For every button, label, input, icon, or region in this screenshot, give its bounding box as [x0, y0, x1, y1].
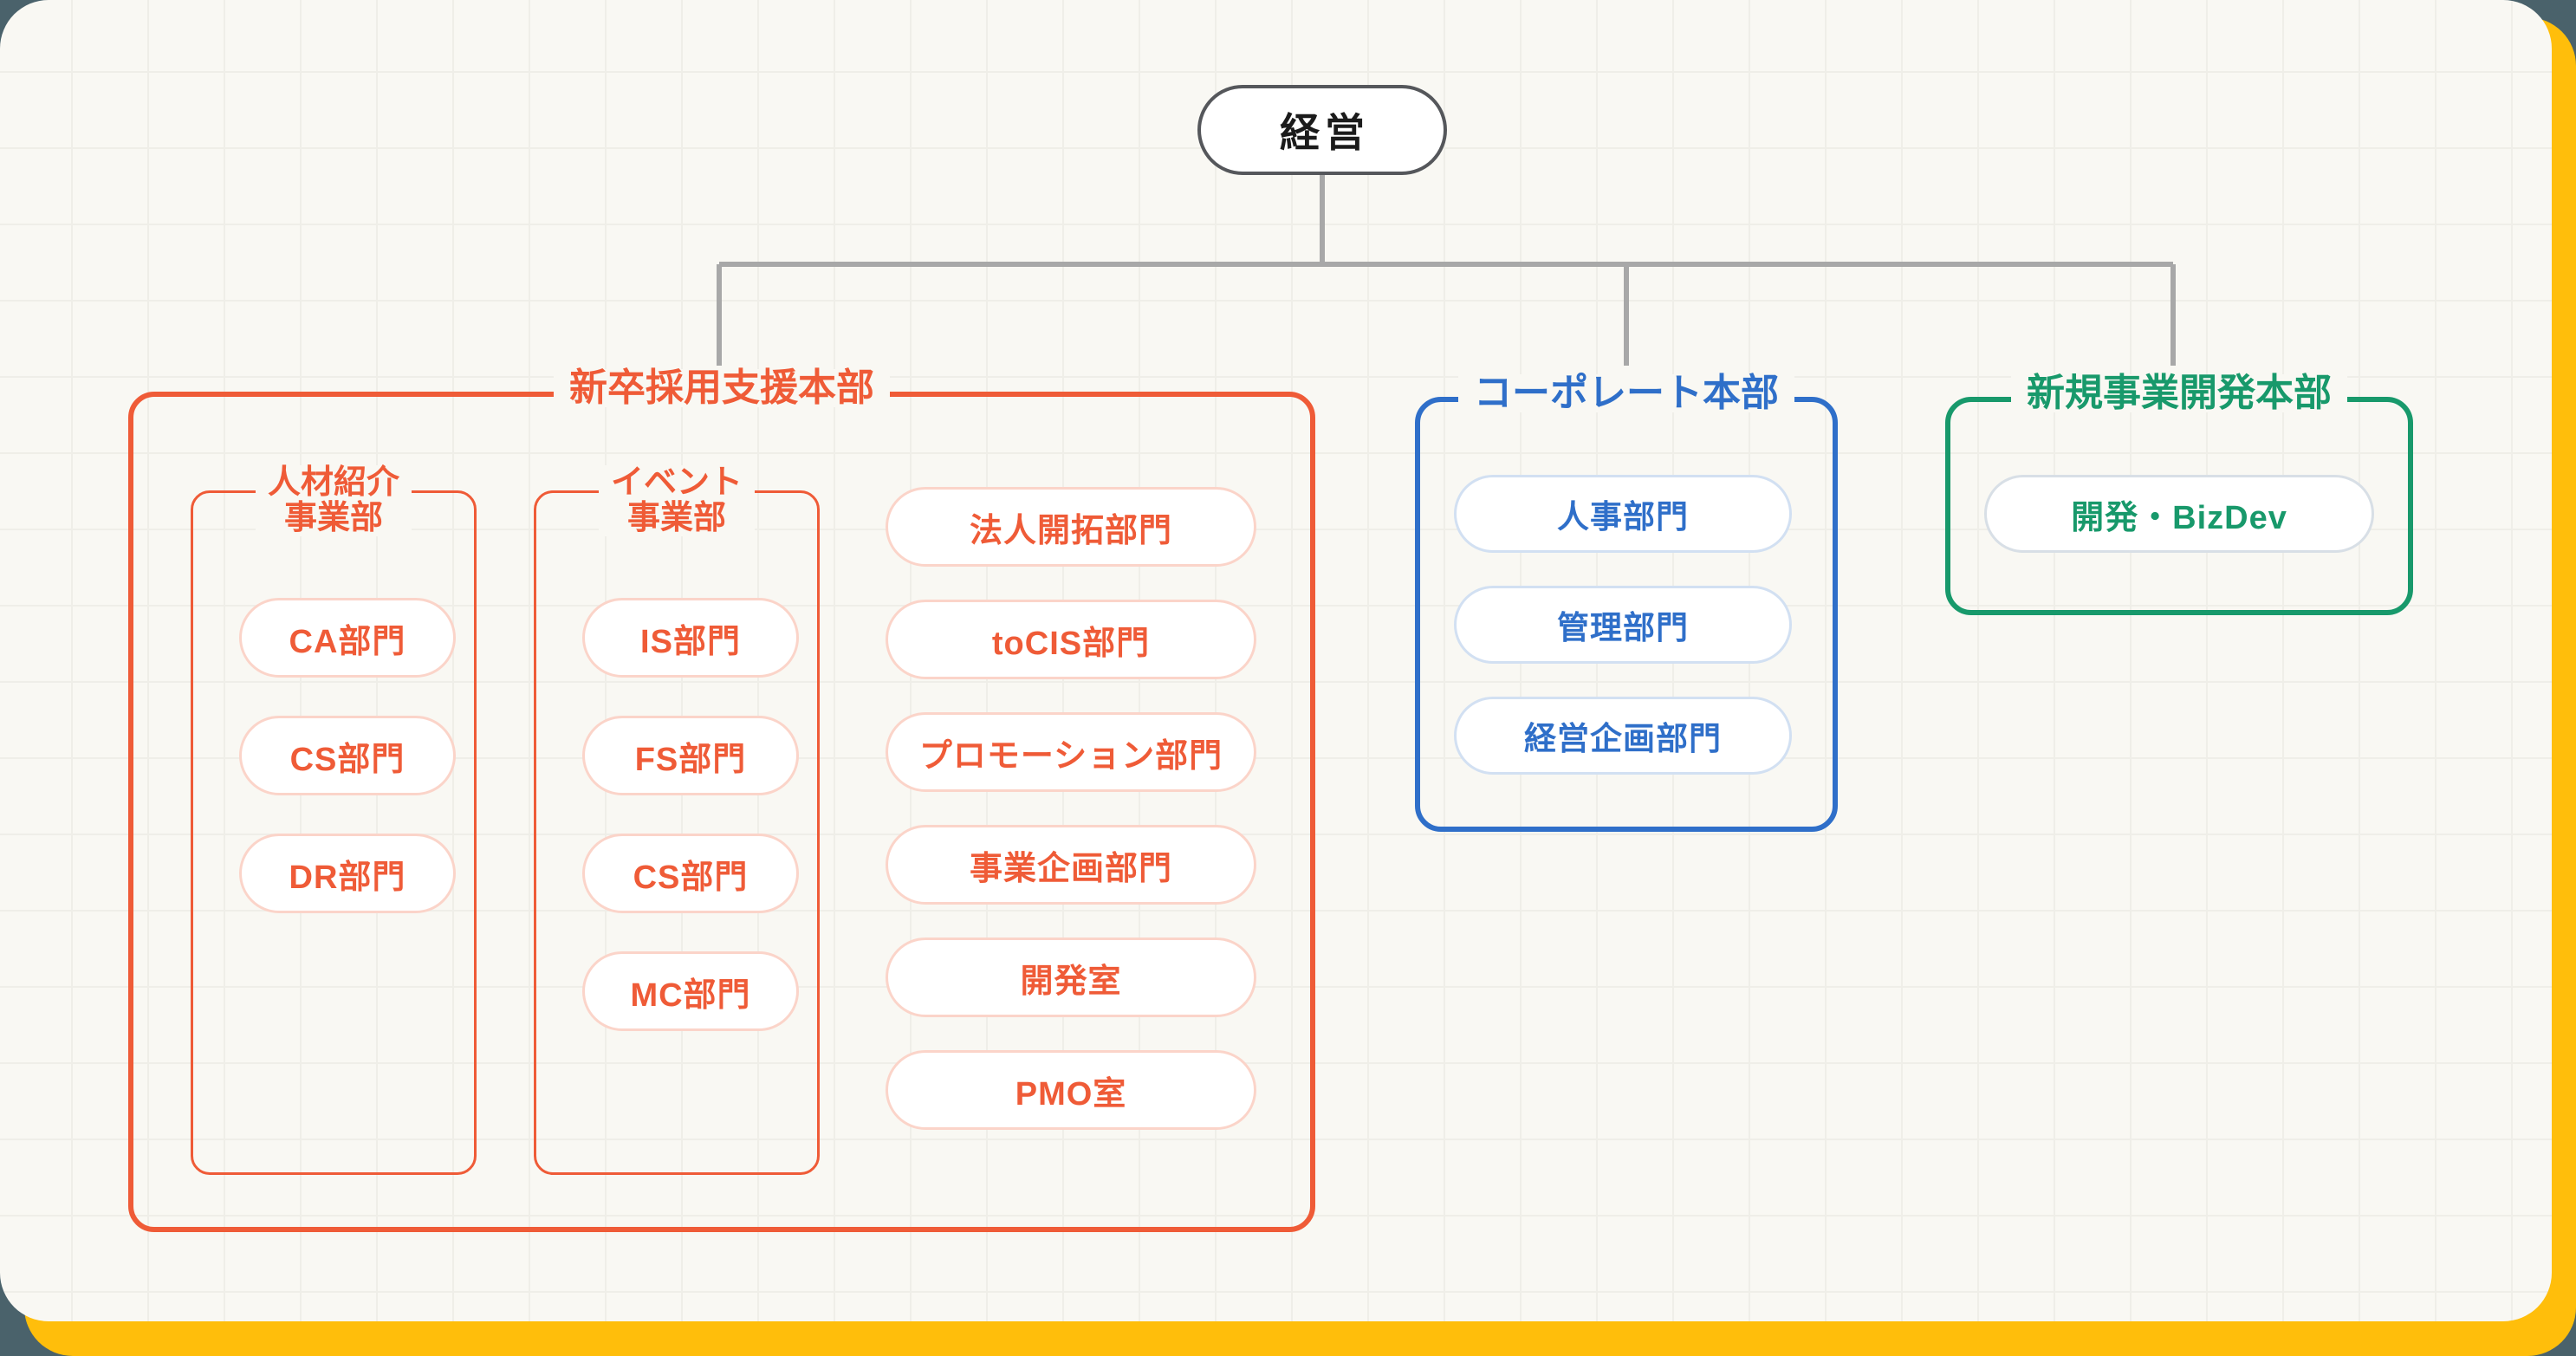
unit-kaihatsu-shitsu[interactable]: 開発室 — [886, 938, 1256, 1017]
division-title-corporate: コーポレート本部 — [1458, 374, 1794, 412]
unit-pmo-shitsu[interactable]: PMO室 — [886, 1050, 1256, 1130]
subgroup-title-jinzai-line2: 事業部 — [267, 500, 400, 537]
unit-cs-bumon-jinzai[interactable]: CS部門 — [239, 716, 456, 795]
unit-jigyo-kikaku-bumon[interactable]: 事業企画部門 — [886, 825, 1256, 905]
unit-mc-bumon[interactable]: MC部門 — [582, 951, 799, 1031]
subgroup-title-event-line2: 事業部 — [610, 500, 743, 537]
unit-list-event: IS部門 FS部門 CS部門 MC部門 — [582, 598, 799, 1031]
unit-fs-bumon[interactable]: FS部門 — [582, 716, 799, 795]
unit-dr-bumon[interactable]: DR部門 — [239, 834, 456, 913]
division-shinsotsu-saiyo-shien-honbu[interactable]: 新卒採用支援本部 人材紹介 事業部 イベント 事業部 — [128, 369, 1315, 1232]
node-root-management[interactable]: 経営 — [1197, 85, 1447, 175]
unit-keiei-kikaku-bumon[interactable]: 経営企画部門 — [1454, 697, 1792, 775]
unit-cs-bumon-event[interactable]: CS部門 — [582, 834, 799, 913]
org-chart-card: 経営 新卒採用支援本部 人材紹介 事業部 イベント 事業部 CA部門 CS部門 … — [0, 0, 2552, 1321]
unit-tocis-bumon[interactable]: toCIS部門 — [886, 600, 1256, 679]
unit-promotion-bumon[interactable]: プロモーション部門 — [886, 712, 1256, 792]
unit-is-bumon[interactable]: IS部門 — [582, 598, 799, 678]
unit-list-jinzai: CA部門 CS部門 DR部門 — [239, 598, 456, 913]
unit-kaihatsu-bizdev[interactable]: 開発・BizDev — [1984, 475, 2374, 553]
unit-kanri-bumon[interactable]: 管理部門 — [1454, 586, 1792, 664]
division-shinki-jigyo-kaihatsu-honbu[interactable]: 新規事業開発本部 — [1945, 374, 2413, 615]
subgroup-title-jinzai: 人材紹介 事業部 — [255, 464, 412, 537]
unit-list-corporate: 人事部門 管理部門 経営企画部門 — [1454, 475, 1792, 775]
root-node-label: 経営 — [1280, 110, 1370, 155]
subgroup-event-jigyobu[interactable]: イベント 事業部 — [534, 464, 820, 1175]
division-title-newbiz: 新規事業開発本部 — [2011, 374, 2347, 412]
subgroup-title-event-line1: イベント — [610, 464, 743, 501]
unit-list-newbiz: 開発・BizDev — [1984, 475, 2374, 553]
unit-hojin-kaitaku-bumon[interactable]: 法人開拓部門 — [886, 487, 1256, 567]
unit-jinji-bumon[interactable]: 人事部門 — [1454, 475, 1792, 553]
subgroup-title-event: イベント 事業部 — [598, 464, 756, 537]
unit-list-shinsotsu-direct: 法人開拓部門 toCIS部門 プロモーション部門 事業企画部門 開発室 PMO室 — [886, 487, 1256, 1130]
division-corporate-honbu[interactable]: コーポレート本部 — [1415, 374, 1838, 832]
subgroup-jinzai-shokai-jigyobu[interactable]: 人材紹介 事業部 — [191, 464, 477, 1175]
division-title-shinsotsu: 新卒採用支援本部 — [554, 369, 890, 407]
unit-ca-bumon[interactable]: CA部門 — [239, 598, 456, 678]
subgroup-title-jinzai-line1: 人材紹介 — [267, 464, 400, 501]
